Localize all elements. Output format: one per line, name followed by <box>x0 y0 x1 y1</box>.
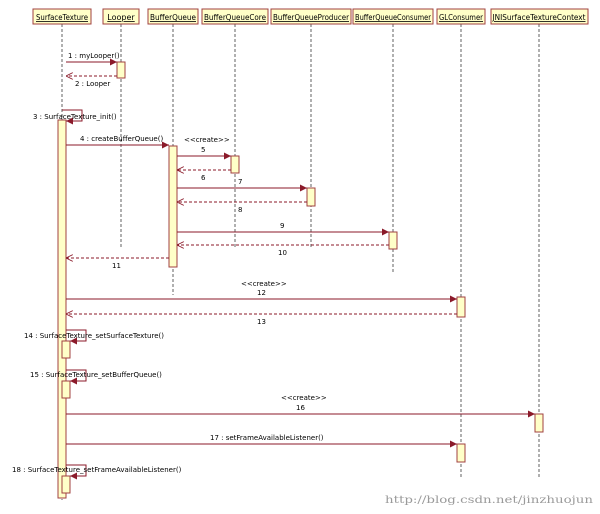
lifeline-title-surfacetexture: SurfaceTexture <box>36 13 88 22</box>
lifeline-header-bufferqueue: BufferQueue <box>147 8 199 25</box>
message-label-9: 9 <box>280 222 284 230</box>
message-label-11: 11 <box>112 262 121 270</box>
lifeline-title-bufferqueuecore: BufferQueueCore <box>204 13 266 22</box>
message-label-14: 14 : SurfaceTexture_setSurfaceTexture() <box>24 332 164 340</box>
lifeline-title-glconsumer: GLConsumer <box>439 13 484 22</box>
message-arrow-3 <box>62 109 83 125</box>
lifeline-title-looper: Looper <box>107 13 135 22</box>
message-label-6: 6 <box>201 174 206 182</box>
message-label-18: 18 : SurfaceTexture_setFrameAvailableLis… <box>12 466 182 474</box>
message-stereotype-16: <<create>> <box>281 394 327 402</box>
lifeline-header-looper: Looper <box>102 8 140 25</box>
message-label-5: 5 <box>201 146 205 154</box>
lifeline-header-surfacetexture: SurfaceTexture <box>32 8 92 25</box>
activation-surfacetexture-18 <box>61 475 71 494</box>
message-arrow-14 <box>66 329 87 345</box>
activation-glconsumer-1 <box>456 296 466 318</box>
activation-surfacetexture-14 <box>61 340 71 359</box>
message-label-13: 13 <box>257 318 266 326</box>
message-label-7: 7 <box>238 178 242 186</box>
message-stereotype-5: <<create>> <box>184 136 230 144</box>
lifeline-headers: SurfaceTexture Looper BufferQueue Buffer… <box>32 8 589 25</box>
message-label-4: 4 : createBufferQueue() <box>80 135 163 143</box>
lifeline-title-jnisurfacetexturecontext: JNISurfaceTextureContext <box>492 13 586 22</box>
messages: 1 : myLooper() 2 : Looper 3 : SurfaceTex… <box>12 52 535 480</box>
activations <box>57 61 544 499</box>
lifeline-title-bufferqueueconsumer: BufferQueueConsumer <box>355 13 432 22</box>
lifelines <box>61 24 540 500</box>
watermark-text: http://blog.csdn.net/jinzhuojun <box>385 495 594 506</box>
message-label-12: 12 <box>257 289 266 297</box>
message-label-15: 15 : SurfaceTexture_setBufferQueue() <box>30 371 162 379</box>
activation-jnisurfacetexturecontext <box>534 413 544 433</box>
activation-bufferqueuecore <box>230 155 240 174</box>
activation-surfacetexture-15 <box>61 380 71 399</box>
lifeline-header-jnisurfacetexturecontext: JNISurfaceTextureContext <box>490 8 589 25</box>
lifeline-header-bufferqueueproducer: BufferQueueProducer <box>270 8 352 25</box>
message-label-3: 3 : SurfaceTexture_init() <box>33 113 117 121</box>
activation-bufferqueueconsumer <box>388 231 398 250</box>
activation-bufferqueueproducer <box>306 187 316 207</box>
message-stereotype-12: <<create>> <box>241 280 287 288</box>
message-label-16: 16 <box>296 404 305 412</box>
message-label-1: 1 : myLooper() <box>68 52 120 60</box>
lifeline-title-bufferqueueproducer: BufferQueueProducer <box>273 13 350 22</box>
lifeline-header-glconsumer: GLConsumer <box>436 8 486 25</box>
message-arrow-18 <box>66 464 87 480</box>
lifeline-title-bufferqueue: BufferQueue <box>150 13 196 22</box>
lifeline-header-bufferqueueconsumer: BufferQueueConsumer <box>352 8 434 25</box>
message-label-2: 2 : Looper <box>75 80 110 88</box>
message-label-8: 8 <box>238 206 242 214</box>
lifeline-header-bufferqueuecore: BufferQueueCore <box>201 8 269 25</box>
activation-glconsumer-2 <box>456 443 466 463</box>
message-arrow-15 <box>66 369 87 385</box>
message-label-10: 10 <box>278 249 287 257</box>
message-label-17: 17 : setFrameAvailableListener() <box>210 434 324 442</box>
activation-looper <box>116 61 126 79</box>
activation-bufferqueue <box>168 145 178 268</box>
activation-surfacetexture-main <box>57 119 67 499</box>
